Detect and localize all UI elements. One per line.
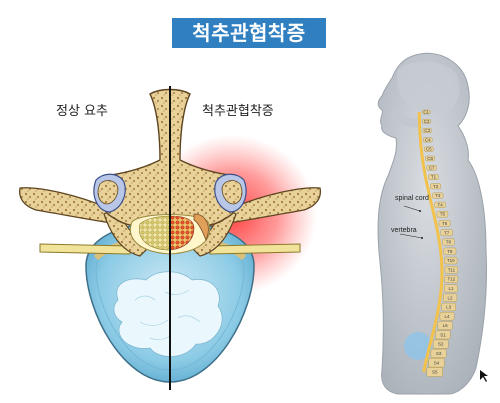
vertebra-l1 (443, 284, 458, 293)
vertebra-label-t7: T7 (444, 230, 450, 235)
transverse-process-right (220, 187, 322, 225)
vertebra-label-c7: C7 (429, 165, 435, 170)
vertebra-label-s5: S5 (432, 370, 438, 375)
human-body-silhouette (377, 52, 488, 395)
spinal-cord-line (417, 111, 444, 373)
vertebra-l4 (439, 312, 455, 321)
vertebra-label-s3: S3 (436, 351, 442, 356)
vertebra-label-c1: C1 (423, 110, 429, 115)
vertebra-c6 (425, 155, 436, 162)
vertebra-label-t3: T3 (435, 193, 441, 198)
vertebra-t7 (440, 229, 453, 237)
vertebra-t11 (444, 266, 459, 274)
vertebra-c5 (424, 146, 434, 152)
vertebra-t10 (444, 256, 458, 265)
vertebra-label-s2: S2 (438, 342, 444, 347)
nerve-root-right (209, 243, 301, 255)
vertebra-s2 (432, 339, 449, 349)
vertebra-t5 (436, 210, 449, 218)
vertebra-label-c2: C2 (424, 119, 430, 124)
vertebra-label-t2: T2 (433, 184, 439, 189)
label-normal-lumbar: 정상 요추 (56, 104, 108, 119)
vertebra-t3 (432, 192, 444, 199)
vertebra-label-t1: T1 (431, 175, 437, 180)
vertebra-label-s1: S1 (440, 333, 446, 338)
vertebra-label-t9: T9 (447, 249, 453, 254)
label-spinal-stenosis: 척추관협착증 (202, 104, 274, 119)
vertebra-label-c6: C6 (427, 156, 433, 161)
vertebra-t9 (443, 247, 457, 255)
vertebra-t8 (442, 238, 455, 246)
label-spinal-cord: spinal cord (395, 195, 429, 202)
vertebra-l5 (437, 321, 453, 330)
vertebra-t1 (428, 174, 439, 180)
cauda-equina-compressed (169, 215, 195, 251)
vertebra-c7 (426, 164, 437, 171)
vertebra-l2 (442, 293, 458, 302)
nucleus-pulposus (113, 271, 223, 357)
transverse-process-left (18, 187, 120, 225)
vertebra-label-l3: L3 (446, 305, 452, 310)
vertebra-t6 (438, 220, 451, 227)
vertebra-l3 (441, 302, 456, 312)
vertebra-label-l4: L4 (444, 314, 450, 319)
vertebra-label-t4: T4 (437, 203, 443, 208)
vertebra-c4 (423, 137, 433, 143)
vertebra-t12 (444, 275, 459, 283)
vertebra-label-c5: C5 (426, 147, 432, 152)
vertebra-label-s4: S4 (434, 360, 440, 365)
vertebra-label-t10: T10 (447, 258, 455, 263)
vertebra-t4 (434, 201, 446, 209)
cursor-arrow-icon (480, 370, 488, 382)
vertebra-s1 (435, 330, 451, 340)
vertebra-label-t8: T8 (446, 240, 452, 245)
vertebra-c2 (422, 118, 431, 124)
vertebra-label-t12: T12 (448, 277, 456, 282)
vertebra-s4 (428, 358, 445, 368)
vertebra-t2 (430, 183, 441, 190)
vertebra-label-l5: L5 (443, 323, 449, 328)
nerve-root-left (39, 243, 131, 255)
vertebra-label-c3: C3 (424, 128, 430, 133)
vertebra-label-t5: T5 (440, 212, 446, 217)
spine-column: C1C2C3C4C5C6C7T1T2T3T4T5T6T7T8T9T10T11T1… (417, 109, 459, 377)
vertebra-label-c4: C4 (425, 138, 431, 143)
vertebra-label-t6: T6 (442, 221, 448, 226)
vertebra-s5 (426, 367, 443, 377)
vertebra-label-l2: L2 (447, 295, 453, 300)
vertebra-s3 (430, 348, 447, 358)
vertebra-c1 (421, 109, 431, 115)
title-badge: 척추관협착증 (172, 18, 326, 48)
label-vertebra: vertebra (391, 227, 417, 234)
vertebra-label-t11: T11 (448, 268, 456, 273)
vertebra-label-l1: L1 (448, 286, 454, 291)
vertebra-c3 (422, 128, 432, 134)
